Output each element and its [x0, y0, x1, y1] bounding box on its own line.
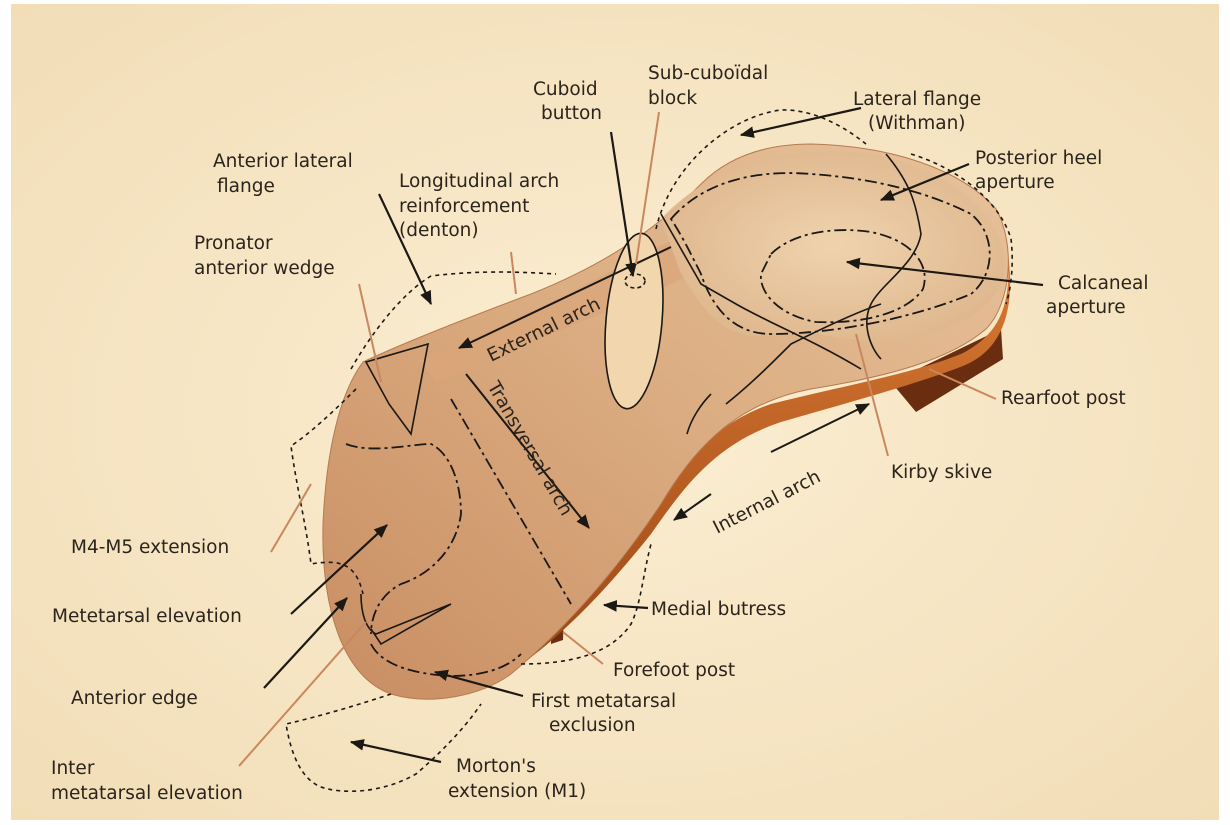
rearfoot-post-label: Rearfoot post [1001, 388, 1126, 409]
forefoot-post-label: Forefoot post [613, 660, 735, 681]
metatarsal-elevation-label: Metetarsal elevation [52, 606, 242, 627]
orthotic-insole-diagram: External arch Transversal arch Internal … [11, 4, 1219, 820]
diagram-frame: External arch Transversal arch Internal … [11, 4, 1219, 820]
kirby-skive-label: Kirby skive [891, 462, 992, 483]
medial-butress-label: Medial butress [651, 599, 786, 620]
m4-m5-extension-label: M4-M5 extension [71, 537, 229, 558]
anterior-edge-label: Anterior edge [71, 688, 198, 709]
